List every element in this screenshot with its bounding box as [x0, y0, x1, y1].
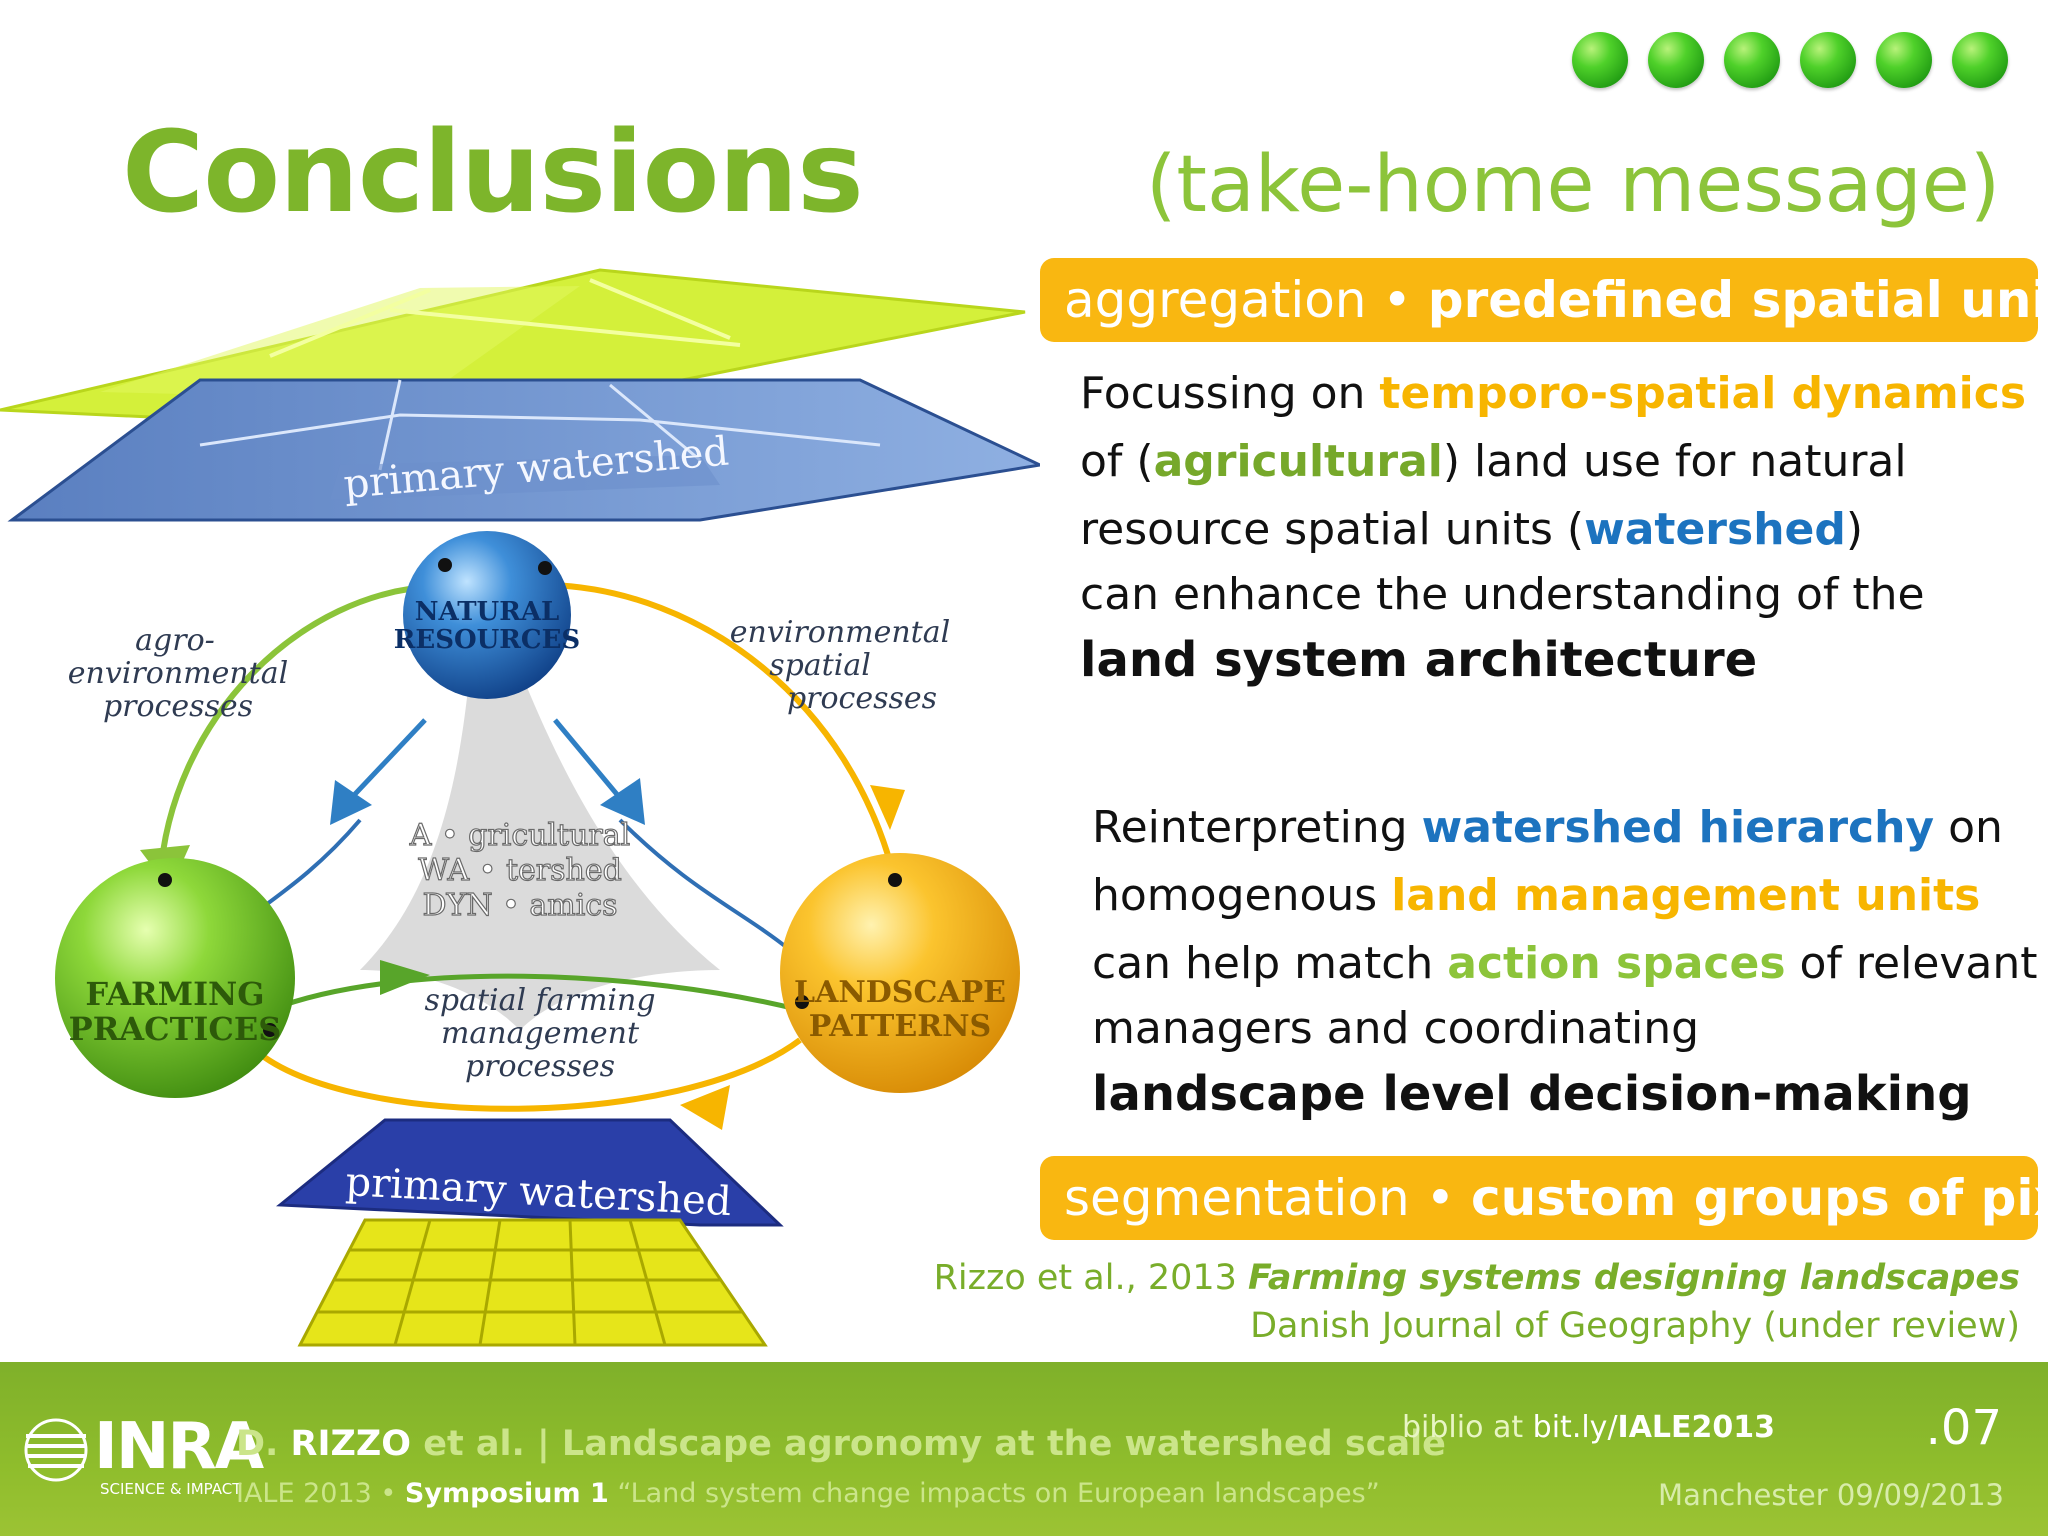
svg-text:DYN • amics: DYN • amics [423, 888, 618, 923]
center-label: A • gricultural WA • tershed DYN • amics [408, 817, 631, 923]
svg-text:agro-: agro- [135, 623, 215, 658]
banner-top-prefix: aggregation • [1064, 271, 1428, 329]
venue-date: Manchester 09/09/2013 [1658, 1478, 2004, 1512]
symposium-line: IALE 2013 • Symposium 1 “Land system cha… [236, 1478, 1380, 1509]
slide-number: .07 [1925, 1400, 2002, 1456]
node-natural-line1: NATURAL [415, 597, 560, 627]
label-env-spatial: environmental spatial processes [730, 615, 950, 716]
svg-text:processes: processes [103, 689, 253, 724]
page-subtitle: (take-home message) [1146, 140, 2001, 230]
svg-text:environmental: environmental [68, 656, 288, 691]
node-farming-line2: PRACTICES [69, 1010, 282, 1048]
center-cloud [360, 670, 720, 1030]
paragraph-reinterpret: Reinterpreting watershed hierarchy on ho… [1092, 802, 2038, 1122]
page-title: Conclusions [122, 108, 864, 238]
inra-logo-text: INRA [94, 1410, 264, 1484]
progress-dot [1800, 32, 1856, 88]
svg-text:management: management [441, 1016, 640, 1051]
svg-text:WA • tershed: WA • tershed [418, 853, 622, 888]
paragraph-focus: Focussing on temporo-spatial dynamics of… [1080, 368, 2027, 688]
biblio-link[interactable]: biblio at bit.ly/IALE2013 [1402, 1410, 1776, 1445]
bottom-watershed-plane: primary watershed [275, 1118, 784, 1227]
aggregation-banner: aggregation • predefined spatial units [1040, 258, 2048, 342]
progress-dot [1648, 32, 1704, 88]
label-spatial-farming: spatial farming management processes [424, 983, 655, 1084]
banner-top-emphasis: predefined spatial units [1427, 271, 2048, 329]
svg-text:processes: processes [465, 1049, 615, 1084]
progress-dot [1952, 32, 2008, 88]
svg-text:processes: processes [787, 681, 937, 716]
top-watershed-plane: primary watershed [7, 378, 1040, 522]
footer-bar [0, 1362, 2048, 1536]
svg-text:spatial: spatial [769, 648, 871, 683]
progress-dot [1724, 32, 1780, 88]
watershed-diagram: primary watershed NATURAL RESOURCES FARM… [0, 268, 1040, 1347]
banner-bottom-prefix: segmentation • [1064, 1169, 1472, 1227]
banner-bottom-emphasis: custom groups of pixels [1471, 1169, 2048, 1227]
inra-logo: INRA SCIENCE & IMPACT [22, 1410, 264, 1498]
label-agro-env: agro- environmental processes [68, 623, 288, 724]
svg-text:environmental: environmental [730, 615, 950, 650]
inra-logo-sub: SCIENCE & IMPACT [100, 1480, 242, 1498]
svg-text:A • gricultural: A • gricultural [409, 818, 631, 853]
presenter-line: D. RIZZO et al. | Landscape agronomy at … [236, 1424, 1446, 1464]
segmentation-banner: segmentation • custom groups of pixels [1040, 1156, 2048, 1240]
node-natural-resources: NATURAL RESOURCES [394, 531, 580, 699]
svg-text:spatial farming: spatial farming [424, 983, 655, 1018]
citation: Rizzo et al., 2013 Farming systems desig… [933, 1258, 2020, 1346]
node-farming-practices: FARMING PRACTICES [55, 858, 295, 1098]
progress-dots [1572, 32, 2008, 88]
node-landscape-patterns: LANDSCAPE PATTERNS [780, 853, 1020, 1093]
progress-dot [1572, 32, 1628, 88]
node-natural-line2: RESOURCES [394, 625, 580, 655]
node-landscape-line2: PATTERNS [809, 1009, 991, 1044]
progress-dot [1876, 32, 1932, 88]
inra-globe-icon [24, 1418, 88, 1482]
pixel-grid [297, 1218, 768, 1347]
node-farming-line1: FARMING [85, 975, 264, 1013]
node-landscape-line1: LANDSCAPE [794, 975, 1006, 1010]
